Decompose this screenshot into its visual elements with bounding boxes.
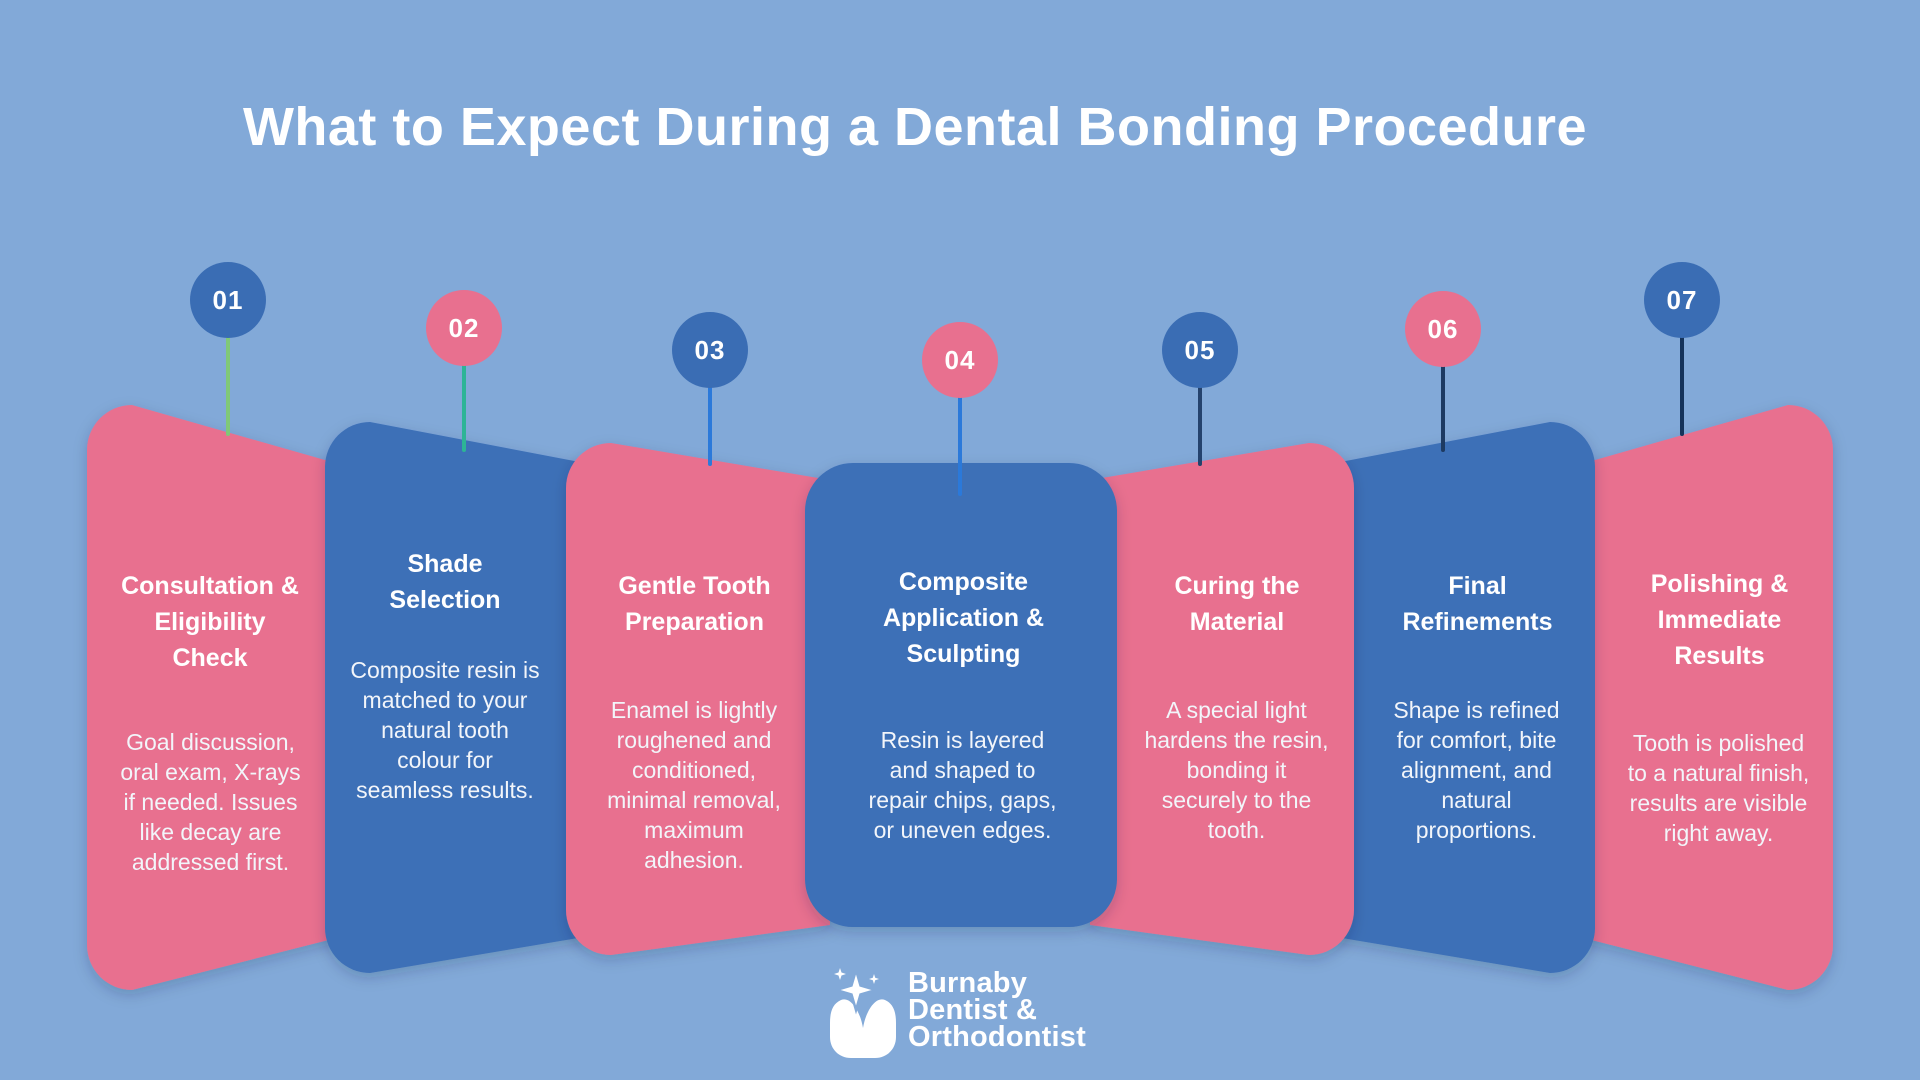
card-title-4: Composite Application & Sculpting [882,568,1045,668]
logo-name-line2: Dentist & [908,994,1038,1026]
step-number-badge-7: 07 [1644,262,1720,338]
step-number-badge-5: 05 [1162,312,1238,388]
step-number-5: 05 [1184,334,1216,365]
sparkle-small-icon-2 [869,974,879,984]
card-description-1: Goal discussion, oral exam, X-rays if ne… [120,729,301,875]
step-number-badge-4: 04 [922,322,998,398]
card-shape-6 [1330,422,1595,973]
step-number-4: 04 [944,344,976,375]
card-description-2: Composite resin is matched to your natur… [350,657,540,803]
tooth-logo-icon [830,966,896,1058]
logo-name-line1: Burnaby [908,967,1028,999]
card-title-6: Final Refinements [1402,572,1553,636]
step-number-1: 01 [212,284,244,315]
card-title-1: Consultation & Eligibility Check [121,572,299,672]
card-shape-3 [566,443,830,955]
step-connector-5 [1198,386,1202,466]
card-title-5: Curing the Material [1174,572,1300,636]
step-number-badge-6: 06 [1405,291,1481,367]
page-title: What to Expect During a Dental Bonding P… [242,97,1588,157]
step-connector-7 [1680,336,1684,436]
step-number-badge-1: 01 [190,262,266,338]
step-connector-6 [1441,364,1445,452]
logo-name: Burnaby Dentist & Orthodontist [908,967,1086,1066]
card-shape-7 [1560,405,1833,990]
logo-name-line3: Orthodontist [908,1021,1086,1053]
card-shape-1 [87,405,360,990]
card-shape-4 [805,463,1117,927]
card-description-6: Shape is refined for comfort, bite align… [1393,697,1560,843]
card-title-3: Gentle Tooth Preparation [618,572,771,636]
card-title-2: Shade Selection [389,550,501,614]
card-description-7: Tooth is polished to a natural finish, r… [1627,730,1810,846]
card-shape-2 [325,422,590,973]
card-description-4: Resin is layered and shaped to repair ch… [868,727,1057,843]
logo: Burnaby Dentist & Orthodontist [830,966,1086,1066]
tooth-icon [830,999,896,1058]
step-connector-1 [226,336,230,436]
sparkle-icon [831,966,881,1015]
step-connector-3 [708,386,712,466]
step-connector-2 [462,364,466,452]
card-description-5: A special light hardens the resin, bondi… [1144,697,1329,843]
step-number-2: 02 [448,312,480,343]
step-number-7: 07 [1666,284,1698,315]
step-number-3: 03 [694,334,726,365]
step-number-badge-2: 02 [426,290,502,366]
step-number-badge-3: 03 [672,312,748,388]
sparkle-small-icon [834,968,846,980]
card-shape-5 [1090,443,1354,955]
step-connector-4 [958,396,962,496]
card-title-7: Polishing & Immediate Results [1650,570,1789,670]
step-number-6: 06 [1427,313,1459,344]
card-description-3: Enamel is lightly roughened and conditio… [607,697,781,873]
